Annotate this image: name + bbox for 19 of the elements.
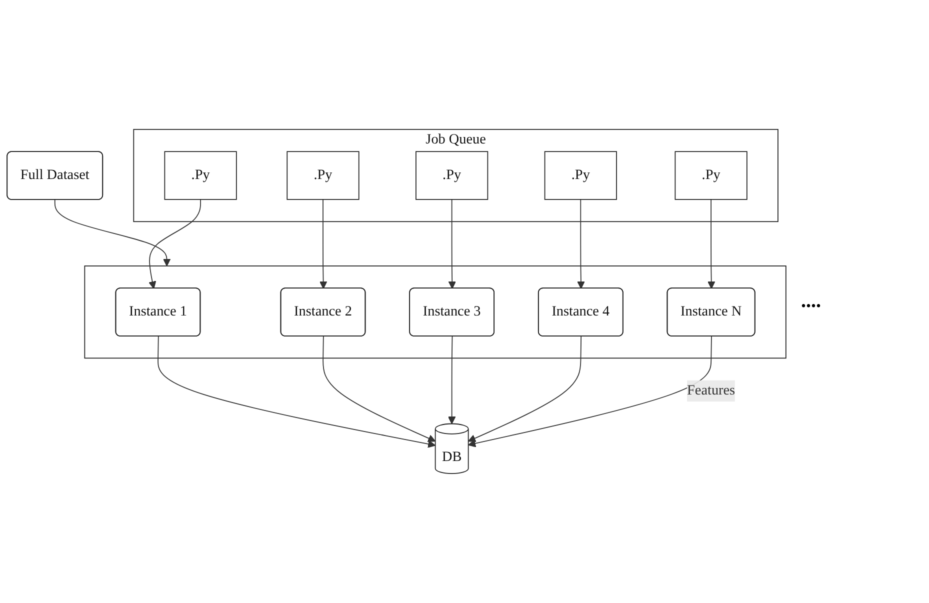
- arrow: [707, 199, 716, 289]
- arrow: [54, 199, 171, 266]
- ellipsis-label: ....: [801, 290, 822, 313]
- edge-label: Features: [687, 382, 736, 398]
- arrow: [158, 336, 436, 448]
- node-box: .Py: [544, 151, 617, 200]
- node-box: .Py: [416, 151, 488, 200]
- arrow: [322, 336, 436, 442]
- arrow: [448, 199, 456, 289]
- arrow: [448, 336, 456, 424]
- node-box: .Py: [164, 151, 237, 200]
- arrow: [319, 199, 328, 289]
- arrow: [148, 199, 201, 289]
- node-box: .Py: [674, 151, 748, 200]
- arrow: [468, 336, 582, 442]
- cluster: [84, 266, 786, 359]
- arrow: [577, 199, 585, 289]
- node-box: .Py: [286, 151, 360, 200]
- arrow: [468, 336, 712, 448]
